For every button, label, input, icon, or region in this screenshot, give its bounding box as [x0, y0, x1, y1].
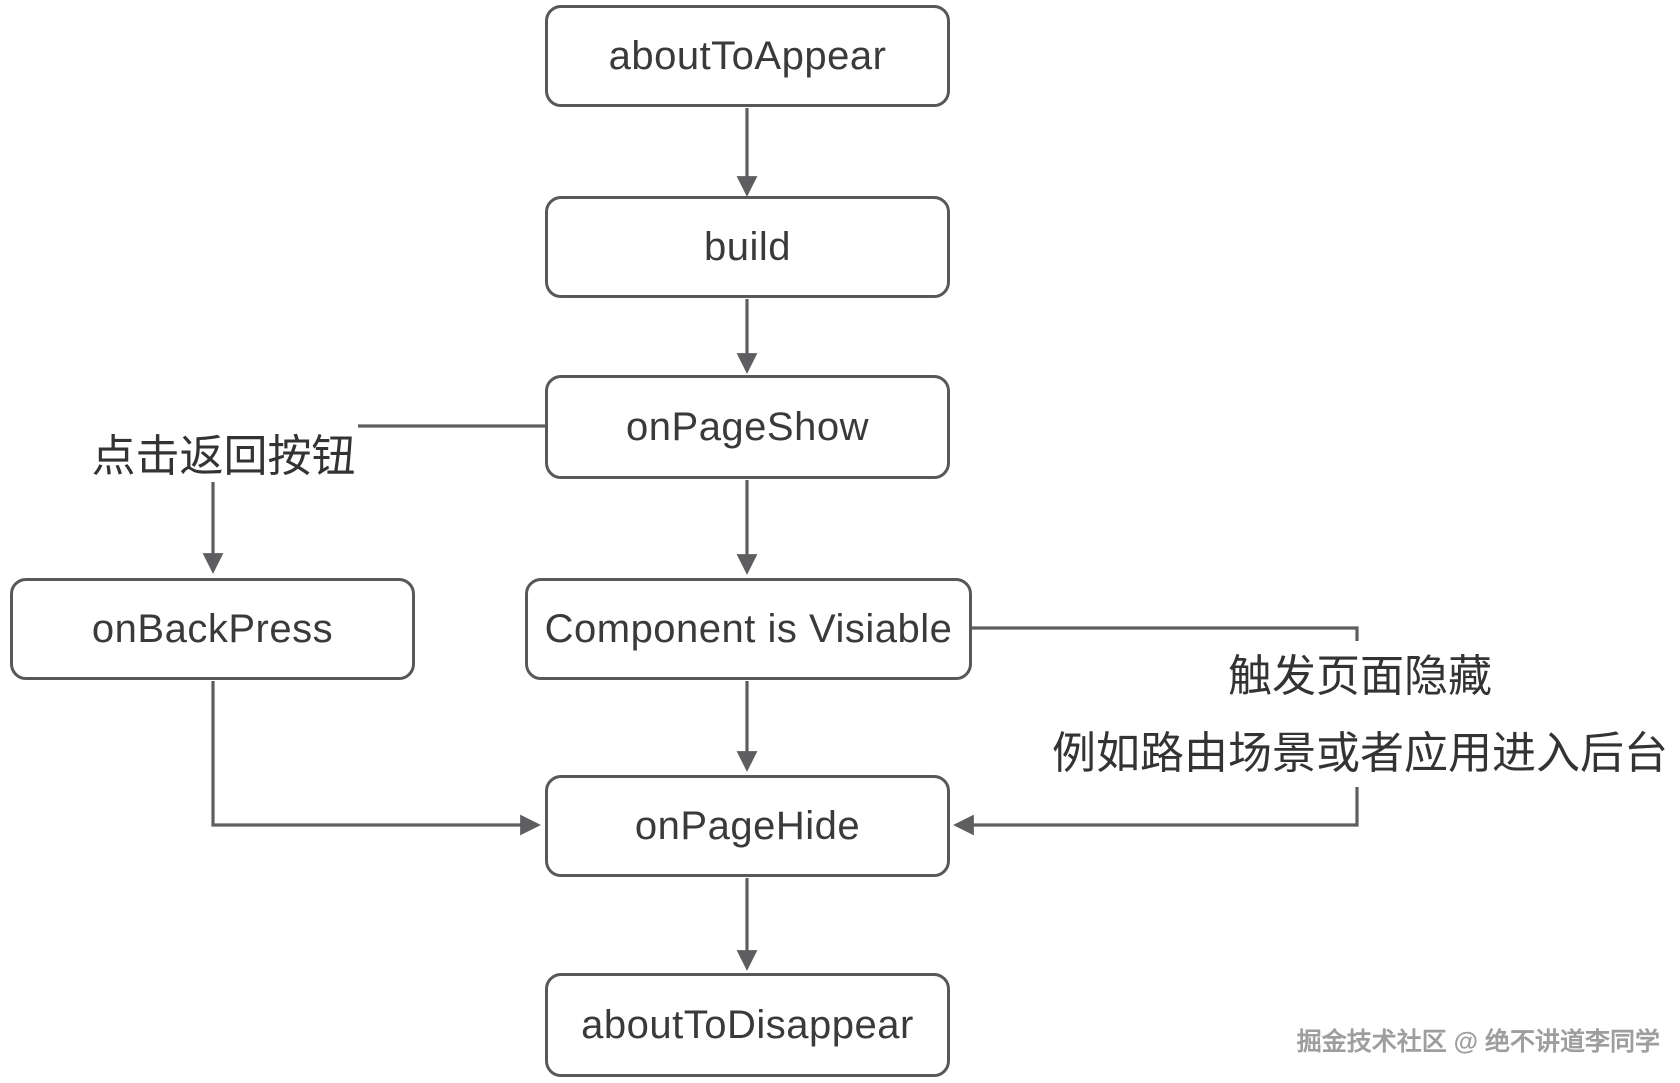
- node-on-page-show-label: onPageShow: [626, 404, 869, 449]
- node-on-back-press: onBackPress: [10, 578, 415, 680]
- node-component-is-visiable: Component is Visiable: [525, 578, 972, 680]
- node-about-to-disappear-label: aboutToDisappear: [581, 1002, 914, 1047]
- node-about-to-appear: aboutToAppear: [545, 5, 950, 107]
- watermark: 掘金技术社区 @ 绝不讲道李同学: [1296, 1028, 1660, 1056]
- node-on-back-press-label: onBackPress: [91, 606, 334, 651]
- edge-onbackpress-onpagehide: [211, 681, 541, 836]
- edge-trigger-note-onpagehide: [953, 787, 1359, 836]
- page-hide-trigger-annotation: 触发页面隐藏 例如路由场景或者应用进入后台: [1052, 638, 1668, 792]
- page-hide-trigger-line2: 例如路由场景或者应用进入后台: [1052, 729, 1668, 778]
- edge-componentvisible-trigger-note: [972, 626, 1359, 641]
- back-button-annotation: 点击返回按钮: [91, 432, 356, 481]
- node-build-label: build: [703, 224, 791, 269]
- node-on-page-show: onPageShow: [545, 375, 950, 479]
- node-on-page-hide-label: onPageHide: [634, 803, 861, 848]
- page-hide-trigger-line1: 触发页面隐藏: [1228, 652, 1492, 701]
- node-about-to-appear-label: aboutToAppear: [608, 33, 887, 78]
- node-build: build: [545, 196, 950, 298]
- node-on-page-hide: onPageHide: [545, 775, 950, 877]
- node-about-to-disappear: aboutToDisappear: [545, 973, 950, 1077]
- node-component-is-visiable-label: Component is Visiable: [544, 606, 953, 651]
